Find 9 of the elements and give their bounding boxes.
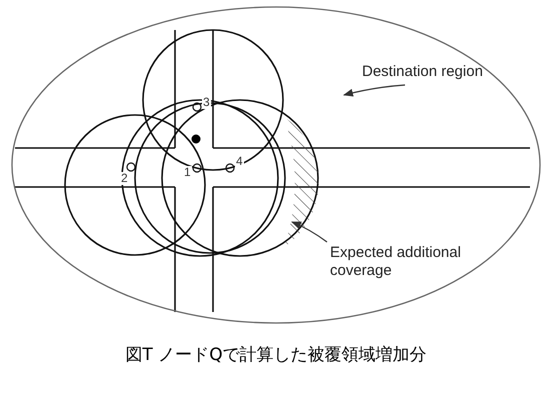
callout-text: Destination region: [362, 63, 484, 81]
point-number: 2: [120, 172, 129, 185]
callout-text: Expected additional coverage: [330, 244, 462, 280]
figure-caption: 図T ノードQで計算した被覆領域増加分: [124, 344, 428, 366]
point-number: 3: [202, 96, 211, 109]
leader-arrow: [343, 84, 406, 97]
point-number: 1: [183, 166, 192, 179]
leader-arrow: [291, 221, 328, 242]
point-number: 4: [235, 155, 244, 168]
